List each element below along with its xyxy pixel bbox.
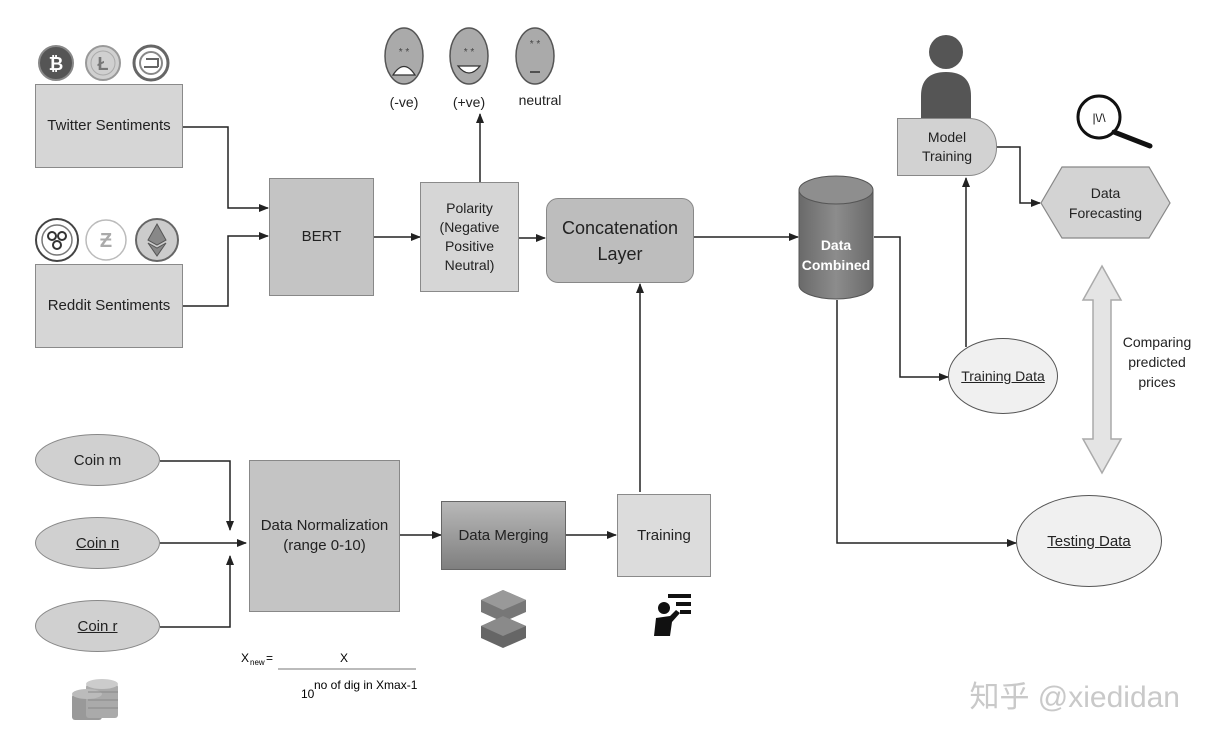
server-stack-icon (481, 590, 526, 648)
ripple-icon (35, 218, 79, 262)
svg-text:* *: * * (399, 47, 410, 58)
arrow-model-to-forecasting (997, 146, 1041, 207)
data-combined-cylinder (798, 175, 874, 300)
training-data-label: Training Data (961, 368, 1045, 384)
coin-m-ellipse: Coin m (35, 434, 160, 486)
positive-face-label: (+ve) (452, 94, 486, 110)
reddit-sentiments-box: Reddit Sentiments (35, 264, 183, 348)
polarity-box: Polarity (Negative Positive Neutral) (420, 182, 519, 292)
training-label: Training (637, 526, 691, 544)
normalization-line-2: (range 0-10) (283, 537, 366, 554)
twitter-sentiments-box: Twitter Sentiments (35, 84, 183, 168)
concat-line-2: Layer (597, 243, 643, 264)
twitter-sentiments-label: Twitter Sentiments (47, 117, 171, 134)
presenter-icon (654, 594, 691, 636)
combined-line-2: Combined (801, 257, 871, 273)
magnifying-glass-icon: |\/\ (1076, 94, 1153, 149)
arrow-combined-to-testing-data (836, 300, 1017, 547)
formula-base: 10 (301, 687, 315, 701)
bert-label: BERT (301, 228, 342, 245)
data-forecasting-label: Data Forecasting (1041, 176, 1170, 230)
neutral-face-label: neutral (518, 92, 562, 108)
combined-line-1: Data (820, 237, 852, 253)
formula-lhs-subscript: new (250, 658, 265, 667)
polarity-line-3: Positive (444, 238, 494, 254)
dash-coin-icon (132, 44, 170, 82)
forecasting-line-2: Forecasting (1068, 205, 1143, 221)
magnifier-text: |\/\ (1092, 111, 1106, 125)
coin-m-label: Coin m (73, 451, 122, 469)
data-normalization-box: Data Normalization (range 0-10) (249, 460, 400, 612)
ethereum-icon (135, 218, 179, 262)
comparing-label: Comparing predicted prices (1112, 332, 1202, 392)
polarity-line-1: Polarity (446, 200, 493, 216)
bitcoin-icon: ₿ (38, 45, 74, 81)
positive-face-icon: * * (449, 27, 489, 85)
neutral-face-icon: * * (515, 27, 555, 85)
coin-n-ellipse: Coin n (35, 517, 160, 569)
formula-lhs: X (241, 651, 249, 665)
comparing-double-arrow (1081, 264, 1123, 475)
data-forecasting-hexagon (1040, 166, 1171, 239)
bert-box: BERT (269, 178, 374, 296)
training-box: Training (617, 494, 711, 577)
formula-numerator: X (340, 651, 348, 665)
testing-data-label: Testing Data (1047, 532, 1131, 550)
coin-n-label: Coin n (75, 534, 120, 552)
comparing-line-2: predicted (1128, 354, 1186, 370)
concatenation-layer-box: Concatenation Layer (546, 198, 694, 283)
comparing-line-1: Comparing (1122, 334, 1192, 350)
arrow-reddit-to-bert (183, 232, 269, 307)
normalization-line-1: Data Normalization (260, 517, 389, 534)
comparing-line-3: prices (1138, 374, 1176, 390)
polarity-line-4: Neutral) (444, 257, 495, 273)
arrow-twitter-to-bert (183, 126, 269, 212)
concat-line-1: Concatenation (561, 217, 679, 238)
arrow-coin-r-to-normalization (160, 555, 234, 628)
litecoin-icon: Ł (85, 45, 121, 81)
data-merging-box: Data Merging (441, 501, 566, 570)
data-combined-label: Data Combined (799, 230, 873, 280)
polarity-line-2: (Negative (439, 219, 500, 235)
person-icon (921, 35, 971, 120)
svg-text:₿: ₿ (49, 54, 64, 74)
forecasting-line-1: Data (1090, 185, 1121, 201)
training-data-ellipse: Training Data (948, 338, 1058, 414)
connector-arrows (160, 113, 1041, 628)
formula-exponent: no of dig in Xmax-1 (314, 678, 418, 692)
svg-text:* *: * * (464, 47, 475, 58)
coin-r-label: Coin r (77, 617, 118, 635)
model-training-line-2: Training (921, 148, 973, 164)
normalization-formula: X new = X 10 no of dig in Xmax-1 (241, 651, 418, 701)
arrow-coin-m-to-normalization (160, 460, 234, 531)
model-training-line-1: Model (927, 129, 967, 145)
testing-data-ellipse: Testing Data (1016, 495, 1162, 587)
formula-equals: = (266, 651, 273, 665)
model-training-box: Model Training (897, 118, 997, 176)
negative-face-icon: * * (384, 27, 424, 85)
coin-r-ellipse: Coin r (35, 600, 160, 652)
svg-text:Ł: Ł (98, 54, 109, 74)
arrow-combined-to-training-data (874, 236, 949, 381)
svg-text:Ƶ: Ƶ (100, 230, 112, 252)
watermark: 知乎 @xiedidan (969, 681, 1180, 714)
coin-stack-icon (72, 679, 118, 720)
negative-face-label: (-ve) (389, 94, 419, 110)
reddit-sentiments-label: Reddit Sentiments (47, 297, 171, 314)
zcash-icon: Ƶ (85, 219, 127, 261)
svg-text:* *: * * (530, 39, 541, 50)
data-merging-label: Data Merging (458, 526, 549, 544)
